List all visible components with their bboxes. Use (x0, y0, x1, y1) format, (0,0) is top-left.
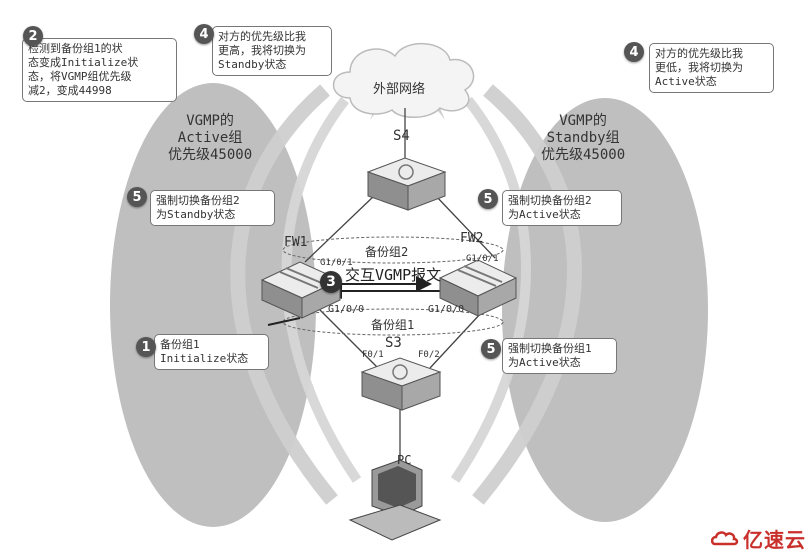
callout-group1-initialize: 备份组1 Initialize状态 (154, 334, 269, 370)
traffic-arrow-right-outer (472, 84, 582, 505)
callout-fw2-switch-active: 对方的优先级比我 更低，我将切换为 Active状态 (649, 43, 774, 93)
active-group-priority: 优先级45000 (168, 147, 253, 163)
callout-line: 对方的优先级比我 (655, 47, 743, 60)
step-2-badge: 2 (23, 26, 43, 46)
callout-line: 为Standby状态 (156, 208, 236, 221)
callout-line: 强制切换备份组2 (156, 194, 240, 207)
fw1-g1-0-1-label: G1/0/1 (320, 258, 353, 268)
callout-line: 态，将VGMP组优先级 (28, 70, 132, 83)
callout-line: 检测到备份组1的状 (28, 42, 123, 55)
standby-group-label: VGMP的 Standby组 优先级45000 (541, 113, 625, 164)
fw1-g1-0-0-label: G1/0/0 (328, 304, 365, 315)
callout-line: 态变成Initialize状 (28, 56, 139, 69)
traffic-arrow-left-outer (230, 84, 338, 505)
step-5-badge-s3: 5 (481, 339, 501, 359)
link-s4-fw2 (434, 194, 496, 259)
step-3-badge: 3 (320, 271, 342, 293)
fw2-g1-0-0-label: G1/0/0 (428, 304, 465, 315)
pc-label: PC (397, 453, 412, 467)
s3-f0-1-label: F0/1 (362, 350, 384, 360)
vgmp-exchange-label: 交互VGMP报文 (345, 266, 442, 284)
pc-computer (348, 459, 442, 541)
s3-label: S3 (385, 335, 402, 351)
standby-group-line1: VGMP的 (559, 113, 607, 129)
callout-line: 更高，我将切换为 (218, 44, 306, 57)
fw2-label: FW2 (460, 231, 484, 246)
backup-group2-ellipse (282, 236, 504, 264)
fw1-label: FW1 (284, 235, 308, 250)
callout-line: 减2，变成44998 (28, 84, 112, 97)
callout-priority-drop: 检测到备份组1的状 态变成Initialize状 态，将VGMP组优先级 减2，… (22, 38, 177, 102)
cloud-label: 外部网络 (373, 82, 426, 97)
fw2-g1-0-1-label: G1/0/1 (466, 254, 499, 264)
step-1-badge: 1 (136, 337, 156, 357)
callout-fw2-group2-active: 强制切换备份组2 为Active状态 (502, 190, 622, 226)
callout-line: Initialize状态 (160, 352, 249, 365)
backup-group2-label: 备份组2 (365, 245, 409, 259)
step-5-badge-fw1: 5 (127, 187, 147, 207)
standby-group-priority: 优先级45000 (541, 147, 626, 163)
callout-group1-active: 强制切换备份组1 为Active状态 (502, 338, 617, 374)
active-pointer (267, 317, 301, 326)
external-network-cloud (332, 43, 475, 118)
callout-line: 强制切换备份组2 (508, 194, 592, 207)
s4-label: S4 (393, 128, 410, 144)
callout-line: 强制切换备份组1 (508, 342, 592, 355)
callout-fw1-switch-standby: 对方的优先级比我 更高，我将切换为 Standby状态 (212, 26, 332, 76)
step-4-badge-left: 4 (194, 24, 214, 44)
callout-line: 对方的优先级比我 (218, 30, 306, 43)
s3-f0-2-label: F0/2 (418, 350, 440, 360)
callout-line: 更低，我将切换为 (655, 61, 743, 74)
callout-fw1-group2-standby: 强制切换备份组2 为Standby状态 (150, 190, 275, 226)
step-5-badge-fw2: 5 (478, 189, 498, 209)
callout-line: 为Active状态 (508, 208, 581, 221)
callout-line: 为Active状态 (508, 356, 581, 369)
backup-group1-label: 备份组1 (371, 318, 415, 332)
link-s4-fw1 (304, 194, 376, 263)
active-group-label: VGMP的 Active组 优先级45000 (168, 113, 252, 164)
active-group-line2: Active组 (177, 130, 243, 146)
step-4-badge-right: 4 (624, 42, 644, 62)
traffic-arrow-right-inner (450, 96, 531, 483)
standby-group-line2: Standby组 (546, 130, 620, 146)
active-group-line1: VGMP的 (186, 113, 234, 129)
firewall-fw2 (438, 259, 518, 317)
callout-line: Standby状态 (218, 58, 287, 71)
callout-line: 备份组1 (160, 338, 200, 351)
brand-logo-icon (711, 530, 739, 545)
switch-s3 (360, 357, 442, 411)
switch-s4 (366, 157, 447, 211)
backup-group1-ellipse (282, 308, 504, 336)
brand-watermark: 亿速云 (711, 524, 806, 553)
brand-text: 亿速云 (743, 528, 806, 552)
callout-line: Active状态 (655, 75, 717, 88)
